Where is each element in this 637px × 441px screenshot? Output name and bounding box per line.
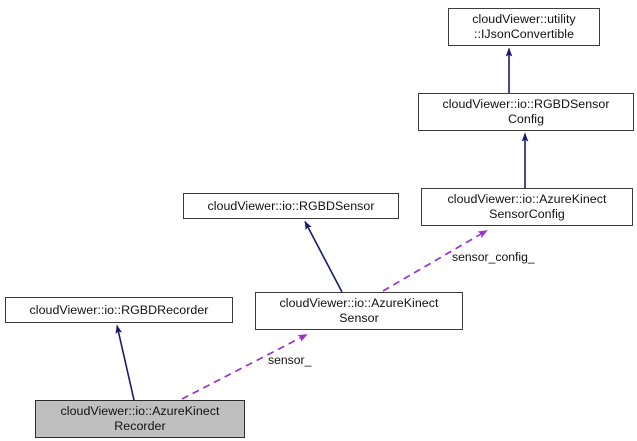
edge-label-sensor-config: sensor_config_ [452,250,535,264]
class-node-label: cloudViewer::io::RGBDSensor Config [442,97,610,126]
edge-assoc-sensor-config [382,229,488,292]
edge-azurekinectrecorder-rgbdrecorder [115,324,135,401]
class-node-label: cloudViewer::io::AzureKinect Recorder [60,404,220,433]
class-node-label: cloudViewer::utility ::IJsonConvertible [472,12,576,41]
class-node-rgbdrecorder[interactable]: cloudViewer::io::RGBDRecorder [5,297,233,323]
class-node-label: cloudViewer::io::AzureKinect Sensor [279,296,439,325]
edge-azurekinectsensor-rgbdsensor [304,220,343,293]
class-node-rgbdsensor[interactable]: cloudViewer::io::RGBDSensor [183,193,399,219]
class-node-ijsonconvertible[interactable]: cloudViewer::utility ::IJsonConvertible [448,8,600,46]
class-node-azurekinectrecorder[interactable]: cloudViewer::io::AzureKinect Recorder [35,400,245,438]
class-node-azurekinectsensorconfig[interactable]: cloudViewer::io::AzureKinect SensorConfi… [421,188,633,226]
class-node-rgbdsensorconfig[interactable]: cloudViewer::io::RGBDSensor Config [418,93,634,131]
edge-label-sensor: sensor_ [268,353,312,367]
class-node-label: cloudViewer::io::RGBDSensor [207,198,375,213]
class-node-label: cloudViewer::io::AzureKinect SensorConfi… [447,192,607,221]
class-node-label: cloudViewer::io::RGBDRecorder [29,302,209,317]
class-node-azurekinectsensor[interactable]: cloudViewer::io::AzureKinect Sensor [255,292,463,330]
